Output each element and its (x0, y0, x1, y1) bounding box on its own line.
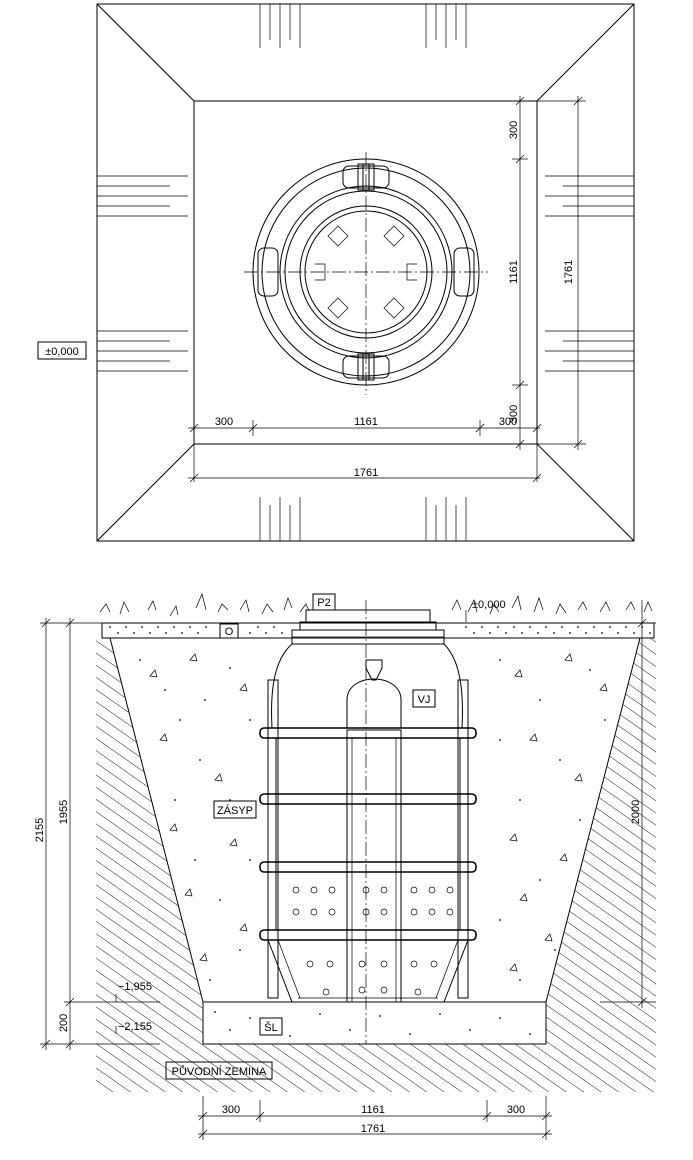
section-level-2155: −2,155 (118, 1021, 152, 1033)
section-dim-bottom (198, 1096, 552, 1140)
section-surface-dots (109, 626, 651, 634)
plan-dim-1161-vertical: 1161 (508, 260, 520, 284)
section-surface-grass (99, 592, 653, 617)
plan-outer-frame (96, 3, 635, 542)
section-dim-right (600, 600, 656, 1008)
plan-slope-diagonals (96, 3, 635, 542)
section-label-o: O (225, 626, 234, 638)
plan-view: 300 1161 300 1761 300 1161 300 1761 ±0,0… (37, 3, 635, 542)
section-dim-1761: 1761 (361, 1123, 385, 1135)
section-label-sl: ŠL (264, 1021, 277, 1034)
section-o-box (219, 623, 239, 639)
section-zasyp-box (213, 800, 257, 819)
section-dim-left (40, 618, 104, 1050)
section-dim-300-right: 300 (507, 1104, 525, 1116)
plan-dim-1761-vertical: 1761 (563, 260, 575, 284)
section-native-soil-hatch-bottom (96, 1044, 656, 1092)
plan-slope-ticks (97, 4, 634, 541)
section-puvodni-zemina-box (165, 1061, 273, 1080)
section-label-p2: P2 (317, 597, 330, 609)
section-label-vj: VJ (418, 694, 431, 706)
section-label-puvodni-zemina: PŮVODNÍ ZEMINA (172, 1065, 267, 1078)
plan-dim-vertical (512, 96, 586, 450)
section-backfill-stones (149, 653, 608, 972)
plan-dim-300-bottom: 300 (508, 405, 520, 423)
section-p2-box (312, 593, 336, 611)
section-dim-300-left: 300 (222, 1104, 240, 1116)
plan-dim-300-right: 300 (499, 416, 517, 428)
plan-dim-300-left: 300 (215, 416, 233, 428)
section-level-1955: −1,955 (118, 981, 152, 993)
section-bedding-texture (214, 1011, 531, 1037)
section-dim-200: 200 (58, 1014, 70, 1032)
plan-level-box (37, 341, 87, 360)
section-dim-2155: 2155 (34, 818, 46, 842)
section-backfill-texture (139, 659, 606, 981)
plan-dim-1761-horizontal: 1761 (354, 467, 378, 479)
plan-dim-horizontal (188, 420, 542, 483)
section-tank (259, 600, 477, 1044)
plan-level-label: ±0,000 (45, 346, 79, 358)
section-level-markers (104, 994, 160, 1045)
plan-dim-300-top: 300 (508, 121, 520, 139)
plan-inner-square (193, 100, 538, 445)
section-sl-box (259, 1017, 283, 1036)
section-vj-box (412, 689, 436, 708)
section-native-soil-hatch-left (96, 638, 203, 1044)
plan-tank (252, 158, 480, 386)
section-view: P2 ±0,000 O VJ ZÁSYP ŠL PŮVODNÍ ZEMINA −… (34, 592, 656, 1140)
plan-dim-1161-horizontal: 1161 (354, 416, 378, 428)
section-dim-2000: 2000 (630, 800, 642, 824)
section-dim-1955: 1955 (58, 800, 70, 824)
section-label-zasyp: ZÁSYP (217, 804, 253, 817)
section-surface-band (101, 622, 655, 639)
section-level-top: ±0,000 (472, 599, 506, 611)
section-dim-1161: 1161 (361, 1104, 385, 1116)
section-native-soil-hatch-right (546, 638, 656, 1044)
